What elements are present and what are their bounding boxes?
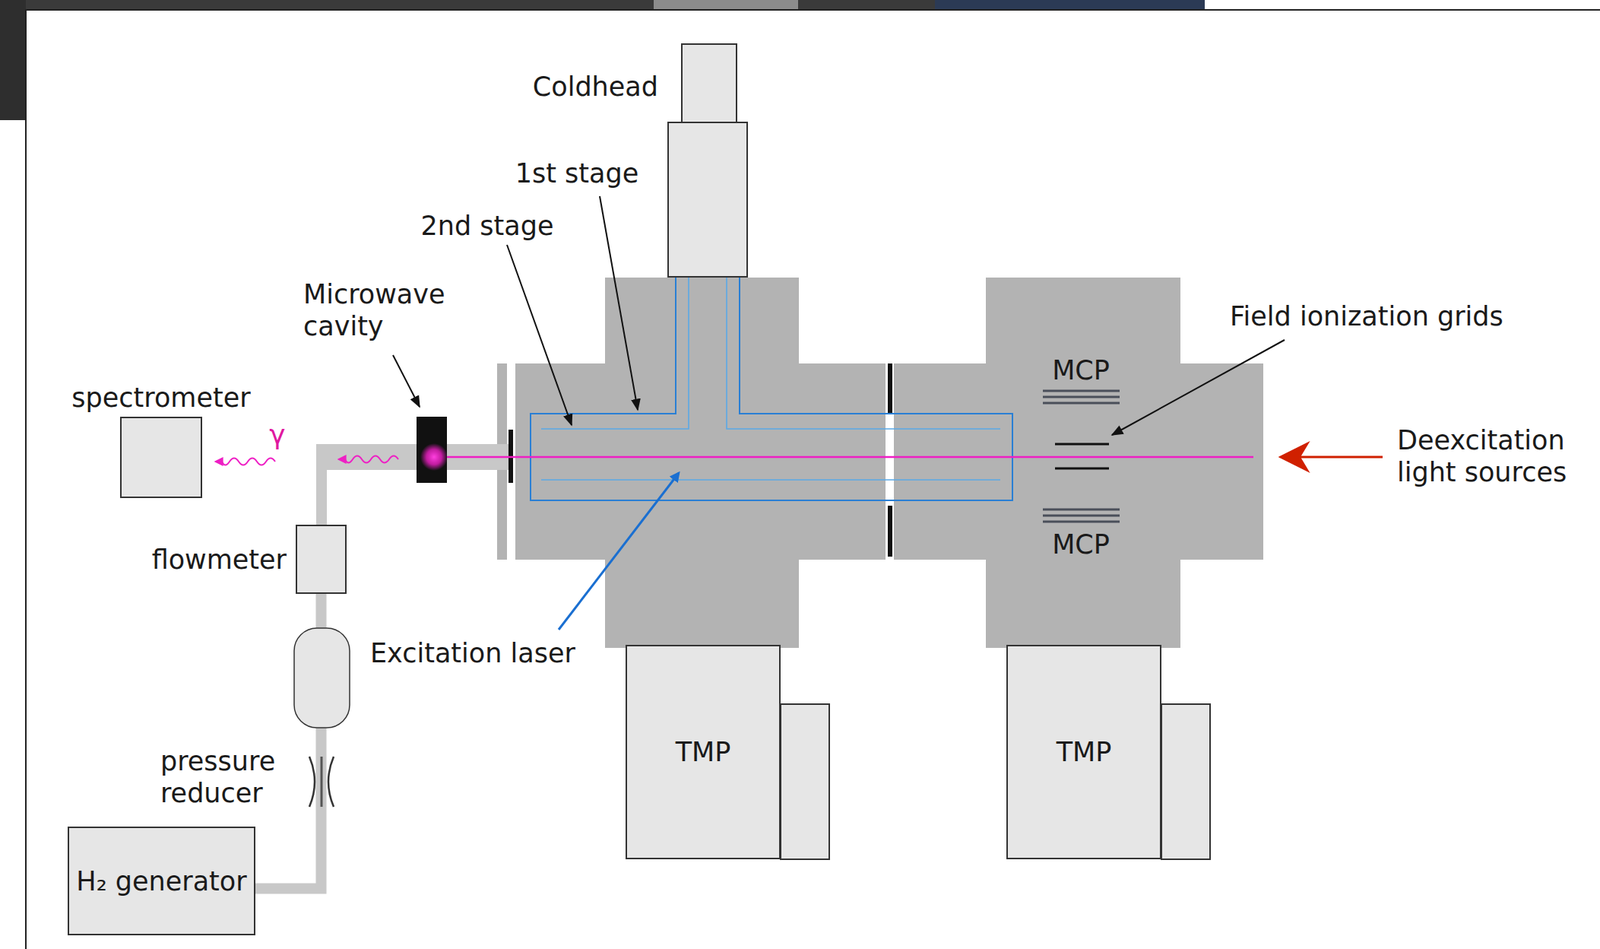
photo-edge <box>25 0 1205 10</box>
cryo-shield-inner <box>726 277 1001 429</box>
leader-arrow <box>392 354 420 407</box>
vacuum-chamber <box>605 277 799 648</box>
part-label: Coldhead <box>532 70 659 103</box>
gas-reservoir <box>294 627 350 728</box>
leader-arrow <box>506 244 572 425</box>
mcp-plate <box>1042 520 1120 523</box>
mcp-plate <box>1042 508 1120 511</box>
part-label: MCP <box>1051 354 1110 387</box>
device-label: spectrometer <box>71 381 251 414</box>
cryo-shield-inner <box>541 478 1001 481</box>
part-label: pressure reducer <box>160 744 286 809</box>
device-label: TMP <box>675 735 732 768</box>
device-box: TMP <box>625 644 781 859</box>
coldhead-top <box>681 44 737 123</box>
device-box: flowmeter <box>295 524 347 594</box>
mcp-plate <box>1042 514 1120 517</box>
part-label: 1st stage <box>515 157 640 190</box>
device-label: H₂ generator <box>76 864 247 897</box>
device-box: spectrometer <box>120 416 203 498</box>
reducer-symbol <box>328 756 334 807</box>
atomic-beam <box>434 456 1254 459</box>
device-box: TMP <box>1006 644 1162 859</box>
figure-frame <box>25 9 1600 949</box>
cryo-shield-inner <box>541 277 689 429</box>
part-label: Field ionization grids <box>1229 300 1504 333</box>
mcp-plate <box>1042 389 1120 393</box>
cryo-shield <box>530 277 1013 501</box>
light-arrow <box>1284 456 1383 459</box>
pump-controller <box>1161 703 1211 859</box>
ionization-grid <box>1055 443 1109 446</box>
discharge-glow <box>420 443 448 471</box>
mcp-plate <box>1042 402 1120 405</box>
coldhead-body <box>668 122 748 277</box>
ionization-grid <box>1055 467 1109 470</box>
microwave-cavity <box>416 416 447 483</box>
photo-edge <box>653 0 799 10</box>
aperture-plate <box>887 505 893 557</box>
pump-controller <box>780 703 830 859</box>
mcp-plate <box>1042 396 1120 399</box>
part-label: 2nd stage <box>421 209 555 242</box>
leader-arrow <box>1112 339 1285 435</box>
part-label: MCP <box>1051 528 1110 561</box>
vacuum-chamber <box>985 277 1181 648</box>
part-label: γ <box>269 418 286 451</box>
part-label: Deexcitation light sources <box>1397 424 1591 488</box>
reducer-symbol <box>309 756 315 807</box>
device-label: TMP <box>1056 735 1113 768</box>
leader-arrow <box>599 196 638 410</box>
photo-edge <box>934 0 1205 10</box>
photon-arrow <box>215 458 276 466</box>
device-label: flowmeter <box>152 543 287 576</box>
device-box: H₂ generator <box>67 826 256 935</box>
photon-arrow <box>339 456 399 463</box>
aperture-plate <box>887 363 893 414</box>
part-label: Excitation laser <box>370 636 576 669</box>
part-label: Microwave cavity <box>303 278 456 343</box>
reducer-symbol <box>320 756 324 807</box>
laser-arrow <box>558 472 679 630</box>
photo-edge <box>0 0 26 121</box>
gas-tube <box>316 463 327 525</box>
